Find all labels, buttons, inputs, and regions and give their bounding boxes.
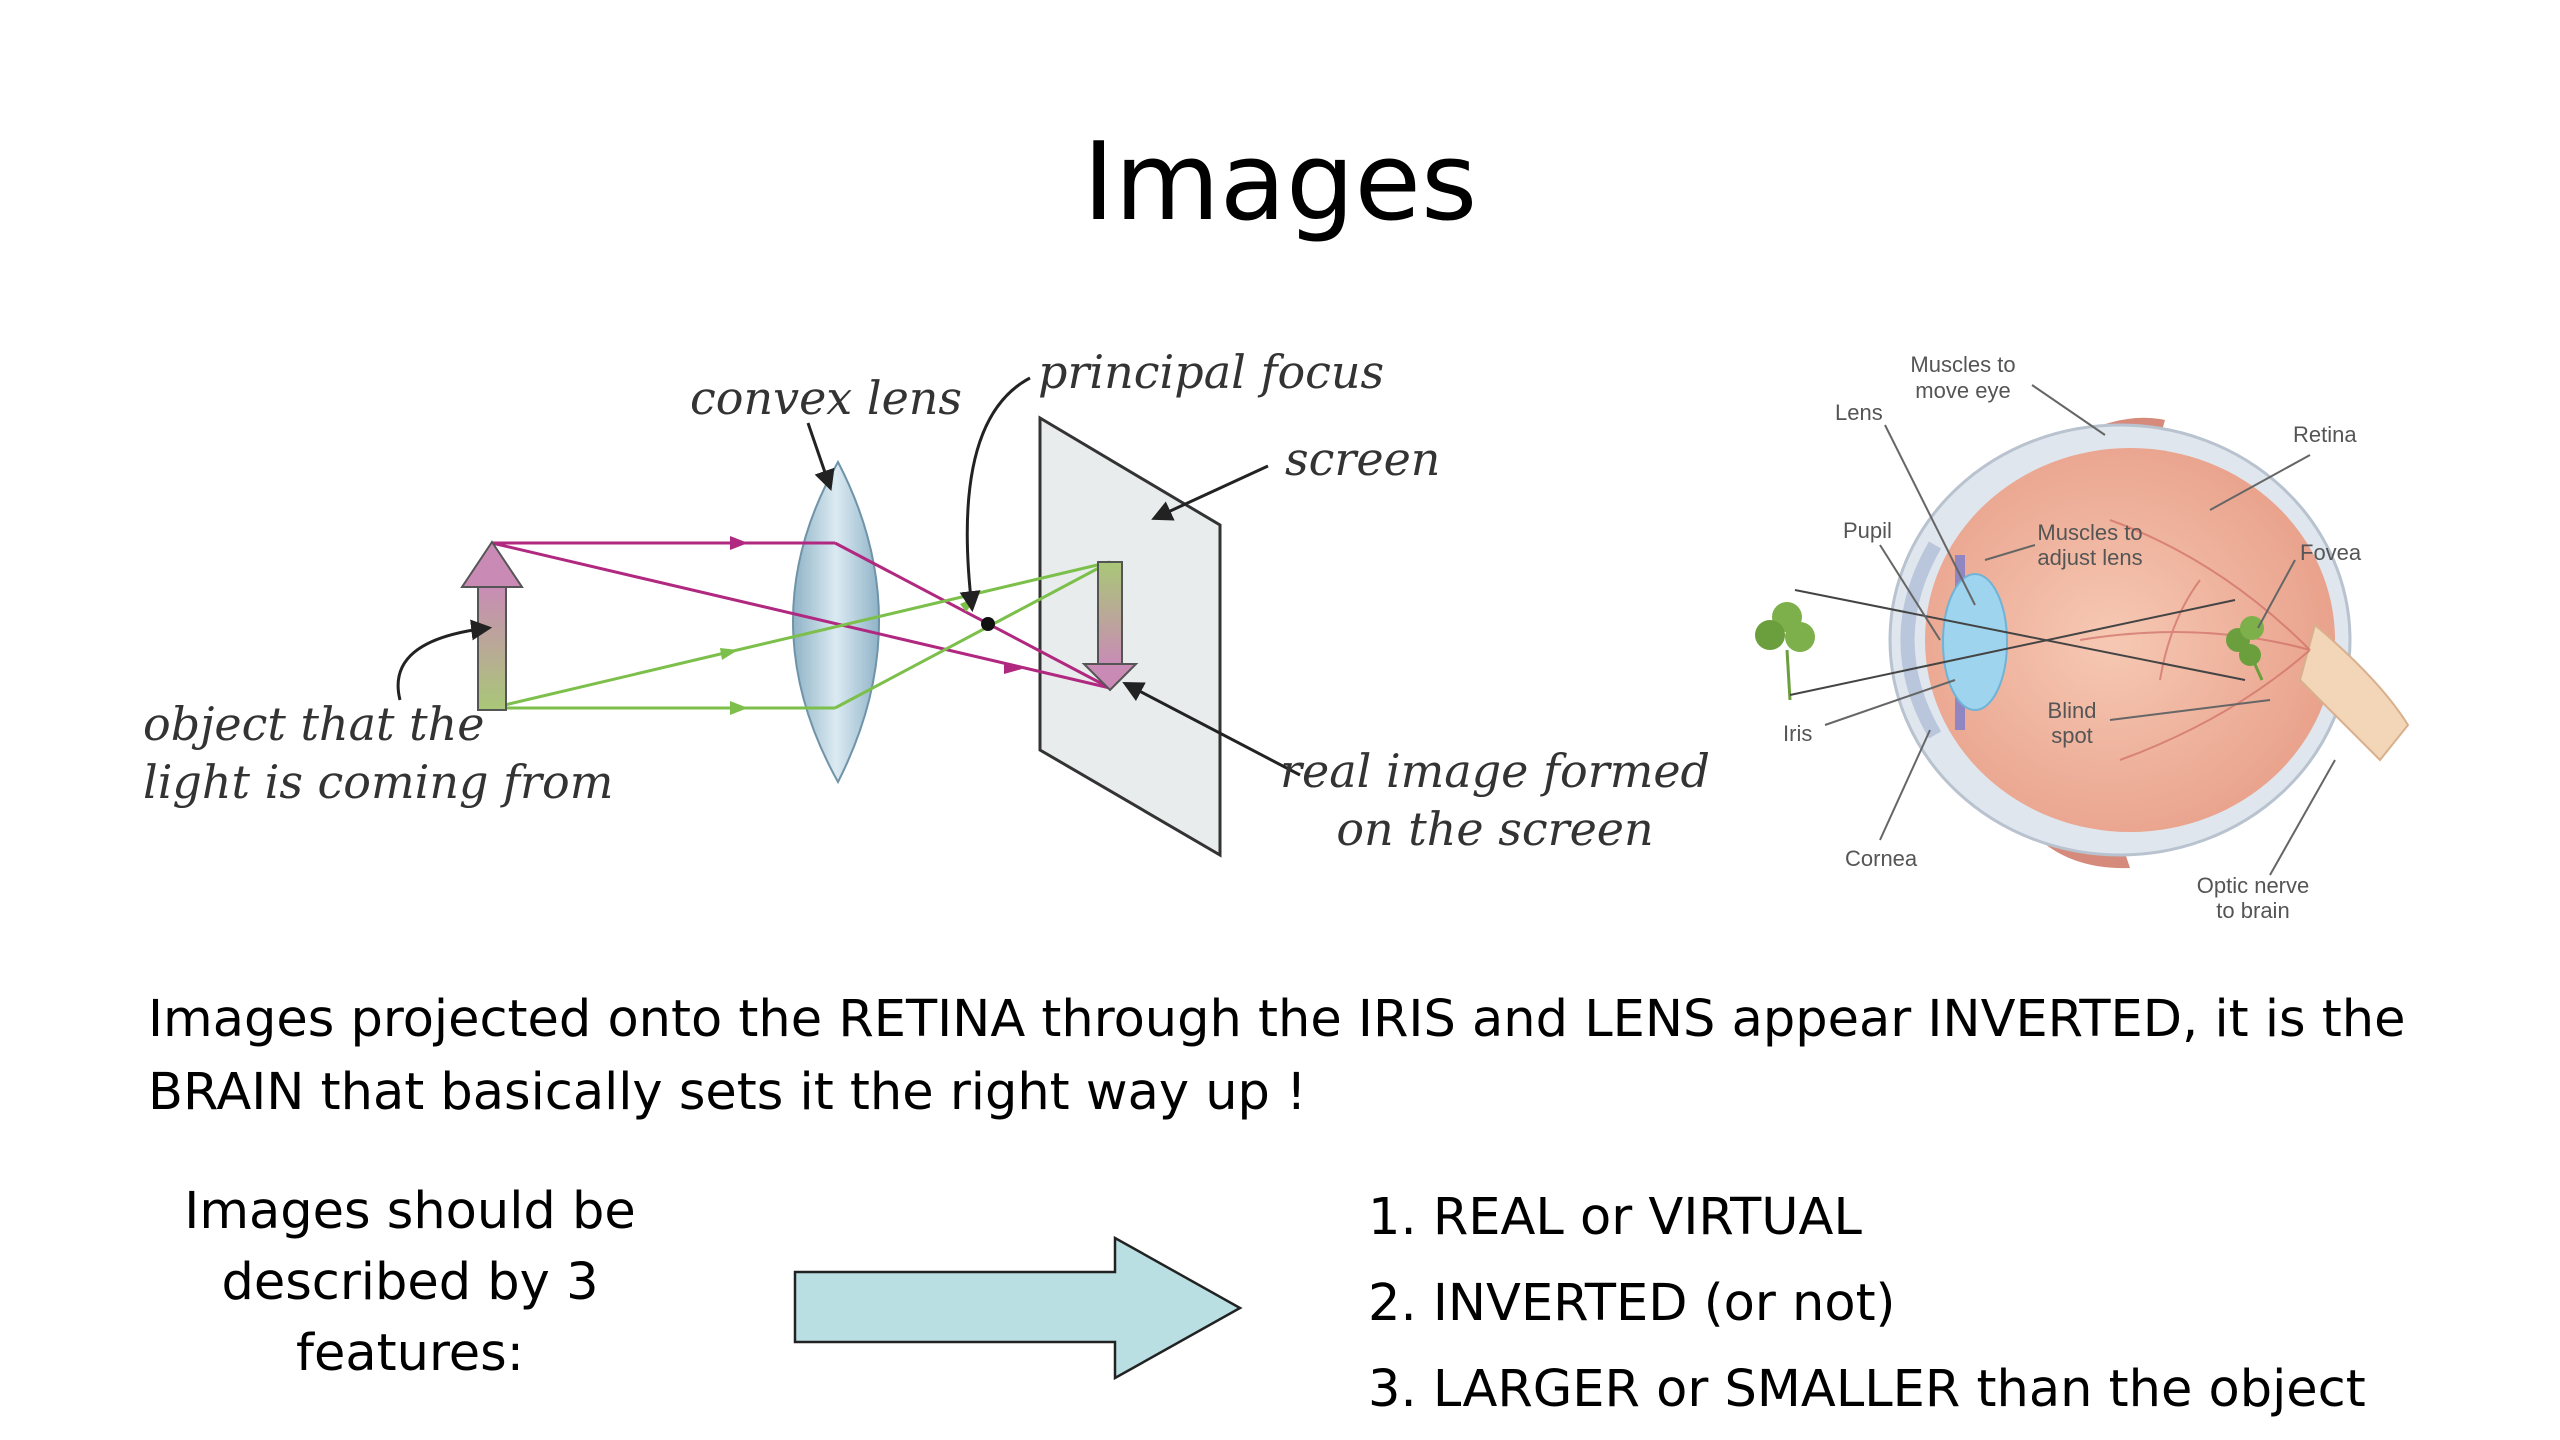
lens-diagram: convex lens principal focus screen objec… [143, 345, 1710, 858]
retina-image-plant [2226, 616, 2264, 681]
image-label-line1: real image formed [1280, 744, 1710, 798]
eye-label-optic-2: to brain [2216, 898, 2289, 923]
principal-focus-label: principal focus [1038, 345, 1384, 399]
optic-nerve [2298, 623, 2410, 762]
eye-leader-lines [1824, 384, 2336, 876]
eye-label-fovea: Fovea [2300, 540, 2362, 565]
eye-label-muscles-adjust-1: Muscles to [2037, 520, 2142, 545]
eye-label-iris: Iris [1783, 721, 1812, 746]
eye-diagram: Muscles to move eye Lens Retina Pupil Mu… [1755, 352, 2410, 923]
eye-label-lens: Lens [1835, 400, 1883, 425]
green-rays [491, 560, 1111, 710]
eyeball-interior [1925, 448, 2335, 832]
eye-lens-shape [1942, 573, 2008, 711]
convex-lens-shape [792, 459, 880, 785]
eye-label-blind-1: Blind [2048, 698, 2097, 723]
slide-title: Images [1082, 120, 1478, 245]
object-arrow [460, 540, 524, 711]
screen-plane [1038, 415, 1222, 858]
image-label-line2: on the screen [1336, 802, 1653, 856]
eye-label-blind-2: spot [2051, 723, 2093, 748]
cornea-shape [1900, 541, 1942, 739]
features-list: 1. REAL or VIRTUAL 2. INVERTED (or not) … [1368, 1175, 2366, 1433]
object-label-line1: object that the [143, 697, 484, 751]
eye-label-retina: Retina [2293, 422, 2357, 447]
eye-label-muscles-move-1: Muscles to [1910, 352, 2015, 377]
eye-label-pupil: Pupil [1843, 518, 1892, 543]
object-label-line2: light is coming from [143, 755, 613, 809]
convex-lens-label: convex lens [690, 371, 962, 425]
screen-label: screen [1285, 432, 1440, 486]
eye-label-muscles-move-2: move eye [1915, 378, 2010, 403]
retina-paragraph: Images projected onto the RETINA through… [148, 990, 2406, 1122]
image-arrow [1081, 561, 1139, 692]
block-arrow-right [793, 1235, 1243, 1381]
feature-item-3: 3. LARGER or SMALLER than the object [1368, 1360, 2366, 1419]
eye-rays [1789, 589, 2246, 696]
feature-item-2: 2. INVERTED (or not) [1368, 1274, 1896, 1333]
object-plant [1755, 602, 1815, 701]
principal-focus-point [981, 617, 995, 631]
eye-label-muscles-adjust-2: adjust lens [2037, 545, 2142, 570]
features-intro-note: Images should be described by 3 features… [184, 1182, 636, 1383]
eye-label-optic-1: Optic nerve [2197, 873, 2310, 898]
pointer-arrows [396, 376, 1301, 777]
blood-vessels [2079, 519, 2311, 761]
feature-item-1: 1. REAL or VIRTUAL [1368, 1188, 1862, 1247]
eye-label-cornea: Cornea [1845, 846, 1918, 871]
